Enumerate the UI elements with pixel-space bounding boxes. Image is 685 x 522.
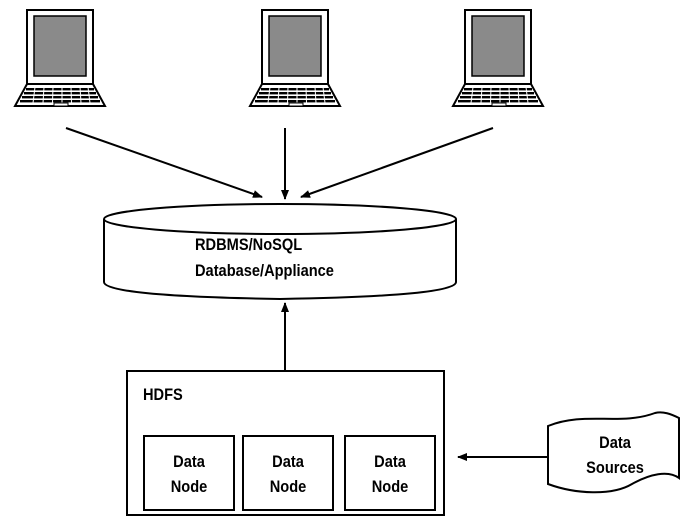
data-sources-label-line1: Data	[599, 433, 631, 452]
laptop-icon-1	[14, 9, 106, 107]
database-label-line2: Database/Appliance	[195, 261, 334, 280]
database-label-line1: RDBMS/NoSQL	[195, 235, 303, 254]
arrow-laptop1-to-db	[65, 127, 263, 198]
document-icon	[547, 411, 680, 494]
data-node-box-3	[344, 435, 436, 511]
data-node-label-line1: Data	[374, 452, 406, 471]
data-node-label-line1: Data	[272, 452, 304, 471]
data-node-box-1	[143, 435, 235, 511]
data-node-box-2	[242, 435, 334, 511]
data-node-label-line2: Node	[170, 477, 208, 496]
hdfs-title: HDFS	[143, 385, 183, 404]
database-cylinder-icon	[103, 203, 457, 301]
data-node-label-line2: Node	[269, 477, 307, 496]
laptop-icon-3	[452, 9, 544, 107]
laptop-icon-2	[249, 9, 341, 107]
arrow-laptop3-to-db	[300, 127, 494, 198]
data-node-label-line1: Data	[173, 452, 205, 471]
data-sources-label-line2: Sources	[586, 458, 644, 477]
data-node-label-line2: Node	[371, 477, 409, 496]
